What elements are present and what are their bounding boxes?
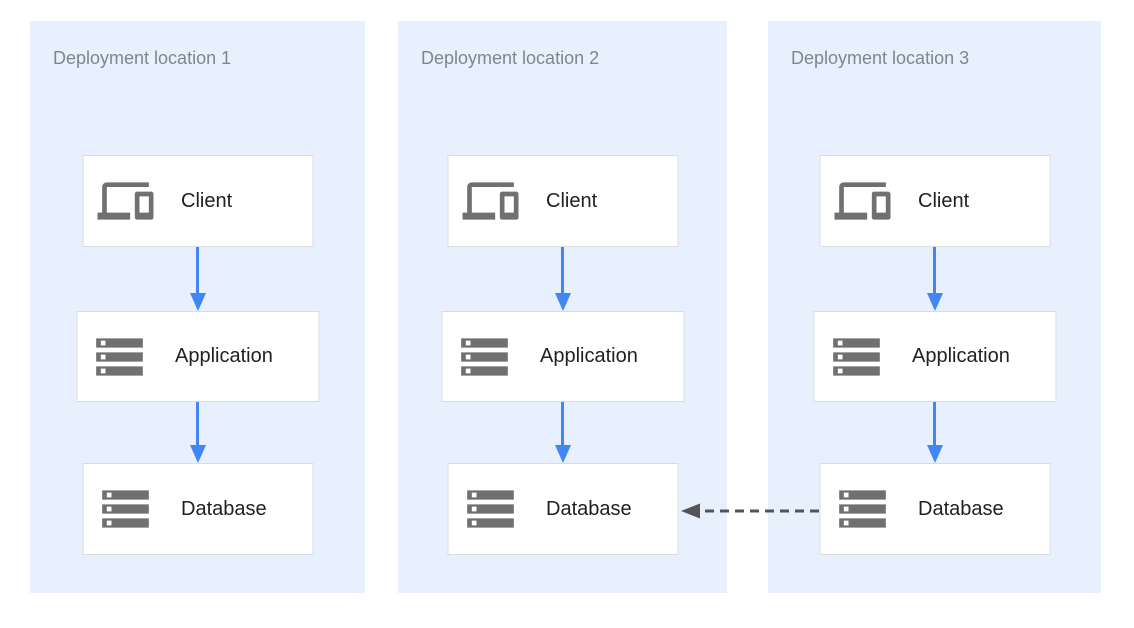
client-node: Client [82,155,313,247]
application-to-database-arrow [926,402,943,463]
application-node: Application [441,311,684,402]
arrow-shaft [196,402,199,445]
node-label: Database [546,497,632,520]
panel-title: Deployment location 2 [421,48,600,68]
deployment-location-2-panel: Deployment location 2 Client Application [398,21,727,593]
node-label: Client [918,189,970,212]
deployment-location-1-panel: Deployment location 1 Client Application [30,21,365,593]
arrow-head [926,293,943,311]
application-to-database-arrow [189,402,206,463]
arrow-shaft [933,402,936,445]
server-stack-icon [462,481,518,537]
node-label: Database [181,497,267,520]
client-to-application-arrow [554,247,571,311]
deployment-location-3-panel: Deployment location 3 Client Application [768,21,1101,593]
application-node: Application [76,311,319,402]
arrow-shaft [933,247,936,293]
client-to-application-arrow [926,247,943,311]
arrow-shaft [561,247,564,293]
server-stack-icon [91,329,147,385]
server-stack-icon [456,329,512,385]
database-replication-dashed-arrow [681,503,819,519]
arrow-shaft [196,247,199,293]
panel-title: Deployment location 1 [53,48,232,68]
node-label: Application [175,345,273,367]
server-stack-icon [97,481,153,537]
arrow-head [189,293,206,311]
arrow-head [189,445,206,463]
application-to-database-arrow [554,402,571,463]
client-node: Client [819,155,1050,247]
client-node: Client [447,155,678,247]
node-label: Client [181,189,233,212]
node-label: Application [540,345,638,367]
client-to-application-arrow [189,247,206,311]
devices-icon [97,173,153,229]
arrow-head [926,445,943,463]
database-node: Database [819,463,1050,555]
panel-title: Deployment location 3 [791,48,970,68]
node-label: Application [912,345,1010,367]
arrow-shaft [561,402,564,445]
server-stack-icon [828,329,884,385]
arrow-head [554,293,571,311]
node-label: Database [918,497,1004,520]
devices-icon [834,173,890,229]
arrow-head [554,445,571,463]
devices-icon [462,173,518,229]
server-stack-icon [834,481,890,537]
node-label: Client [546,189,598,212]
database-node: Database [82,463,313,555]
application-node: Application [813,311,1056,402]
database-node: Database [447,463,678,555]
